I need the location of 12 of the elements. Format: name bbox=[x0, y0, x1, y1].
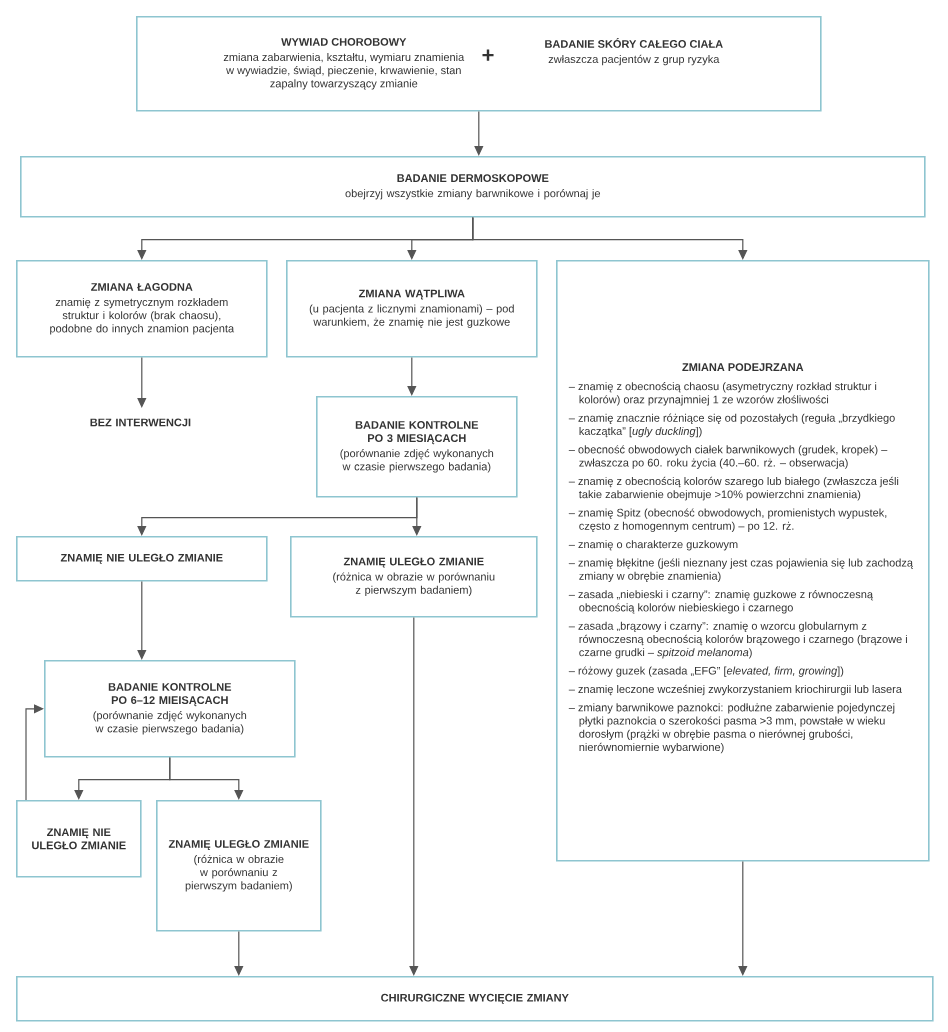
arrow bbox=[137, 581, 147, 660]
arrow bbox=[472, 217, 748, 260]
plus-sign: + bbox=[482, 49, 494, 61]
arrow bbox=[412, 497, 422, 536]
arrow bbox=[474, 111, 484, 156]
arrow bbox=[407, 357, 417, 396]
arrow bbox=[234, 931, 244, 976]
arrow bbox=[409, 617, 419, 976]
arrow bbox=[169, 757, 244, 800]
arrow bbox=[738, 861, 748, 976]
arrow bbox=[25, 704, 44, 801]
arrow bbox=[137, 357, 147, 408]
